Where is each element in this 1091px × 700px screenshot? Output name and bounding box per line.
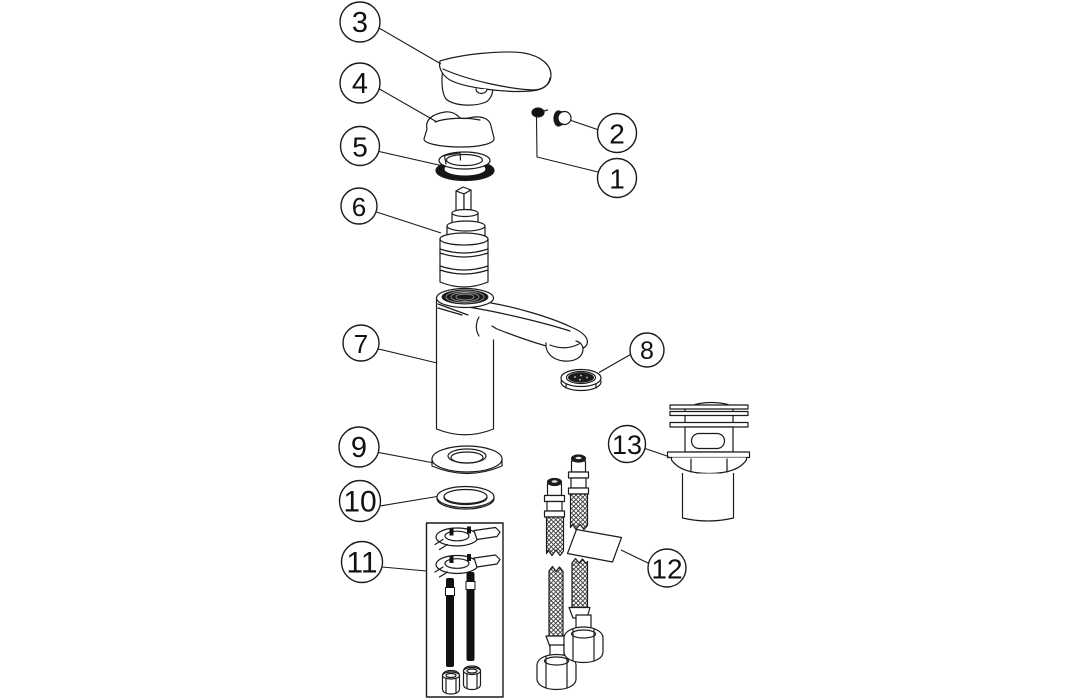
- callout-circle-base-washer: [338, 426, 380, 468]
- fixing-nut: [441, 669, 461, 695]
- callout-number-10: 10: [343, 486, 376, 519]
- callout-number-4: 4: [352, 68, 368, 100]
- callout-number-1: 1: [609, 164, 625, 195]
- clamp-plate: [428, 554, 501, 581]
- leader-line-7: [378, 348, 438, 364]
- callout-number-12: 12: [651, 554, 682, 585]
- callout-circle-sealing-gasket: [338, 479, 382, 523]
- part-grub-screw: [531, 107, 549, 118]
- callout-number-3: 3: [352, 7, 368, 39]
- callout-number-2: 2: [609, 119, 625, 150]
- callout-number-13: 13: [612, 430, 642, 460]
- callout-number-5: 5: [352, 132, 368, 163]
- part-lever-handle: [438, 51, 552, 106]
- leader-line-3: [378, 27, 442, 65]
- callout-circle-retaining-ring: [339, 125, 381, 167]
- part-basin-waste: [666, 401, 751, 522]
- flag-pointer: [566, 528, 623, 563]
- callout-circle-ceramic-cartridge: [340, 187, 378, 225]
- flexible-hose: [536, 477, 577, 691]
- part-fixing-kit-box: [425, 522, 504, 698]
- leader-line-8: [598, 354, 631, 373]
- part-sealing-gasket: [436, 485, 495, 510]
- leader-line-12: [620, 549, 649, 564]
- threaded-stud: [445, 578, 455, 667]
- clamp-plate: [428, 526, 501, 553]
- part-retaining-ring: [435, 151, 495, 182]
- leader-line-2: [570, 119, 598, 131]
- callout-number-7: 7: [354, 329, 368, 359]
- leader-line-1: [535, 116, 599, 173]
- callout-circle-handle-grub-screw: [596, 157, 638, 199]
- callout-circle-lever-handle: [339, 1, 381, 43]
- fixing-nut: [462, 665, 482, 691]
- leader-line-11: [381, 566, 427, 572]
- leader-line-9: [378, 451, 435, 464]
- leader-line-4: [379, 88, 438, 123]
- part-cover-plug: [553, 110, 572, 127]
- callout-circle-fixing-kit: [340, 540, 384, 584]
- leader-line-5: [378, 150, 442, 167]
- part-dome-cover: [423, 111, 495, 148]
- leader-line-13: [644, 447, 669, 458]
- callout-circle-tap-body: [342, 324, 380, 362]
- part-tap-body: [435, 287, 588, 436]
- part-aerator: [560, 368, 602, 392]
- callout-number-9: 9: [351, 432, 367, 464]
- callout-circle-aerator: [629, 332, 665, 368]
- callout-circle-basin-waste: [607, 424, 647, 464]
- callout-number-8: 8: [640, 337, 654, 365]
- flexible-hose: [563, 454, 604, 664]
- callout-circle-screw-cover-plug: [596, 112, 638, 154]
- leader-line-10: [379, 495, 438, 507]
- part-ceramic-cartridge: [439, 186, 489, 288]
- leader-line-6: [376, 211, 442, 234]
- callout-number-6: 6: [352, 192, 366, 222]
- callout-circle-flexible-hoses: [647, 548, 687, 588]
- threaded-stud: [465, 572, 476, 661]
- part-flexible-hoses: [536, 454, 623, 691]
- callout-circle-dome-cover: [339, 62, 381, 104]
- part-base-washer: [431, 445, 503, 475]
- callout-number-11: 11: [346, 547, 377, 580]
